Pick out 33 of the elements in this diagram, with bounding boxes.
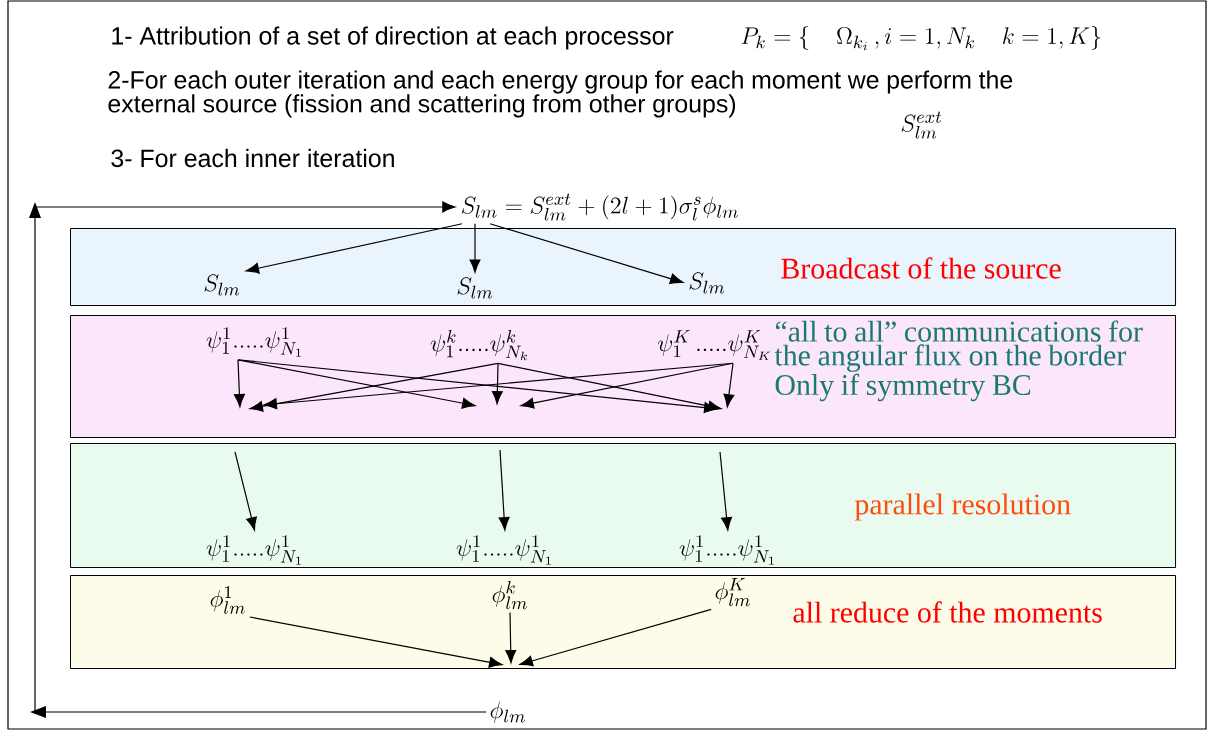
instruction-text: 3- For each inner iteration [111,148,394,168]
arrow [249,362,499,412]
arrow [498,449,510,531]
arrow [505,611,517,664]
arrow [719,451,733,531]
arrow [245,223,463,274]
feedback-arrow [29,201,487,718]
arrow [497,362,722,412]
arrow [469,223,481,273]
formula: $\psi_1^1.....\psi_{N_1}^1$ [679,535,774,565]
formula: $\psi_1^K\,.....\psi_{N_K}^K$ [657,330,770,360]
arrow [233,359,245,408]
formula: $\psi_1^k.....\psi_{N_k}^k$ [430,330,527,361]
formula: $S_{lm} = S_{lm}^{ext} + (2l+1)\sigma_l^s \phi_{lm}$ [461,193,738,221]
arrow [234,451,257,531]
formula: $\psi_1^1.....\psi_{N_1}^1$ [206,327,301,357]
arrow [489,223,684,285]
formula: $\phi_{lm}^K$ [715,578,750,607]
formula: $\psi_1^1.....\psi_{N_1}^1$ [456,535,551,565]
formula: $\phi_{lm}^1$ [210,586,245,614]
arrow [491,362,503,405]
arrow [519,608,712,667]
formula: $P_k = \left\{\quad \Omega_{k_i}\,, i=1,N_k \quad k=1,K\right\}$ [741,25,1101,51]
arrow [520,362,734,409]
formula: $\phi_{lm}$ [490,701,525,723]
arrow [249,616,503,668]
formula: $S_{lm}$ [457,277,493,299]
arrow [723,362,735,408]
formula: $\psi_1^1.....\psi_{N_1}^1$ [206,535,301,565]
formula: $S_{lm}$ [204,274,240,296]
formula: $\phi_{lm}^k$ [492,581,527,610]
instruction-text: 1- Attribution of a set of direction at each processor [112,26,674,50]
formula: $S_{lm}$ [689,272,725,294]
